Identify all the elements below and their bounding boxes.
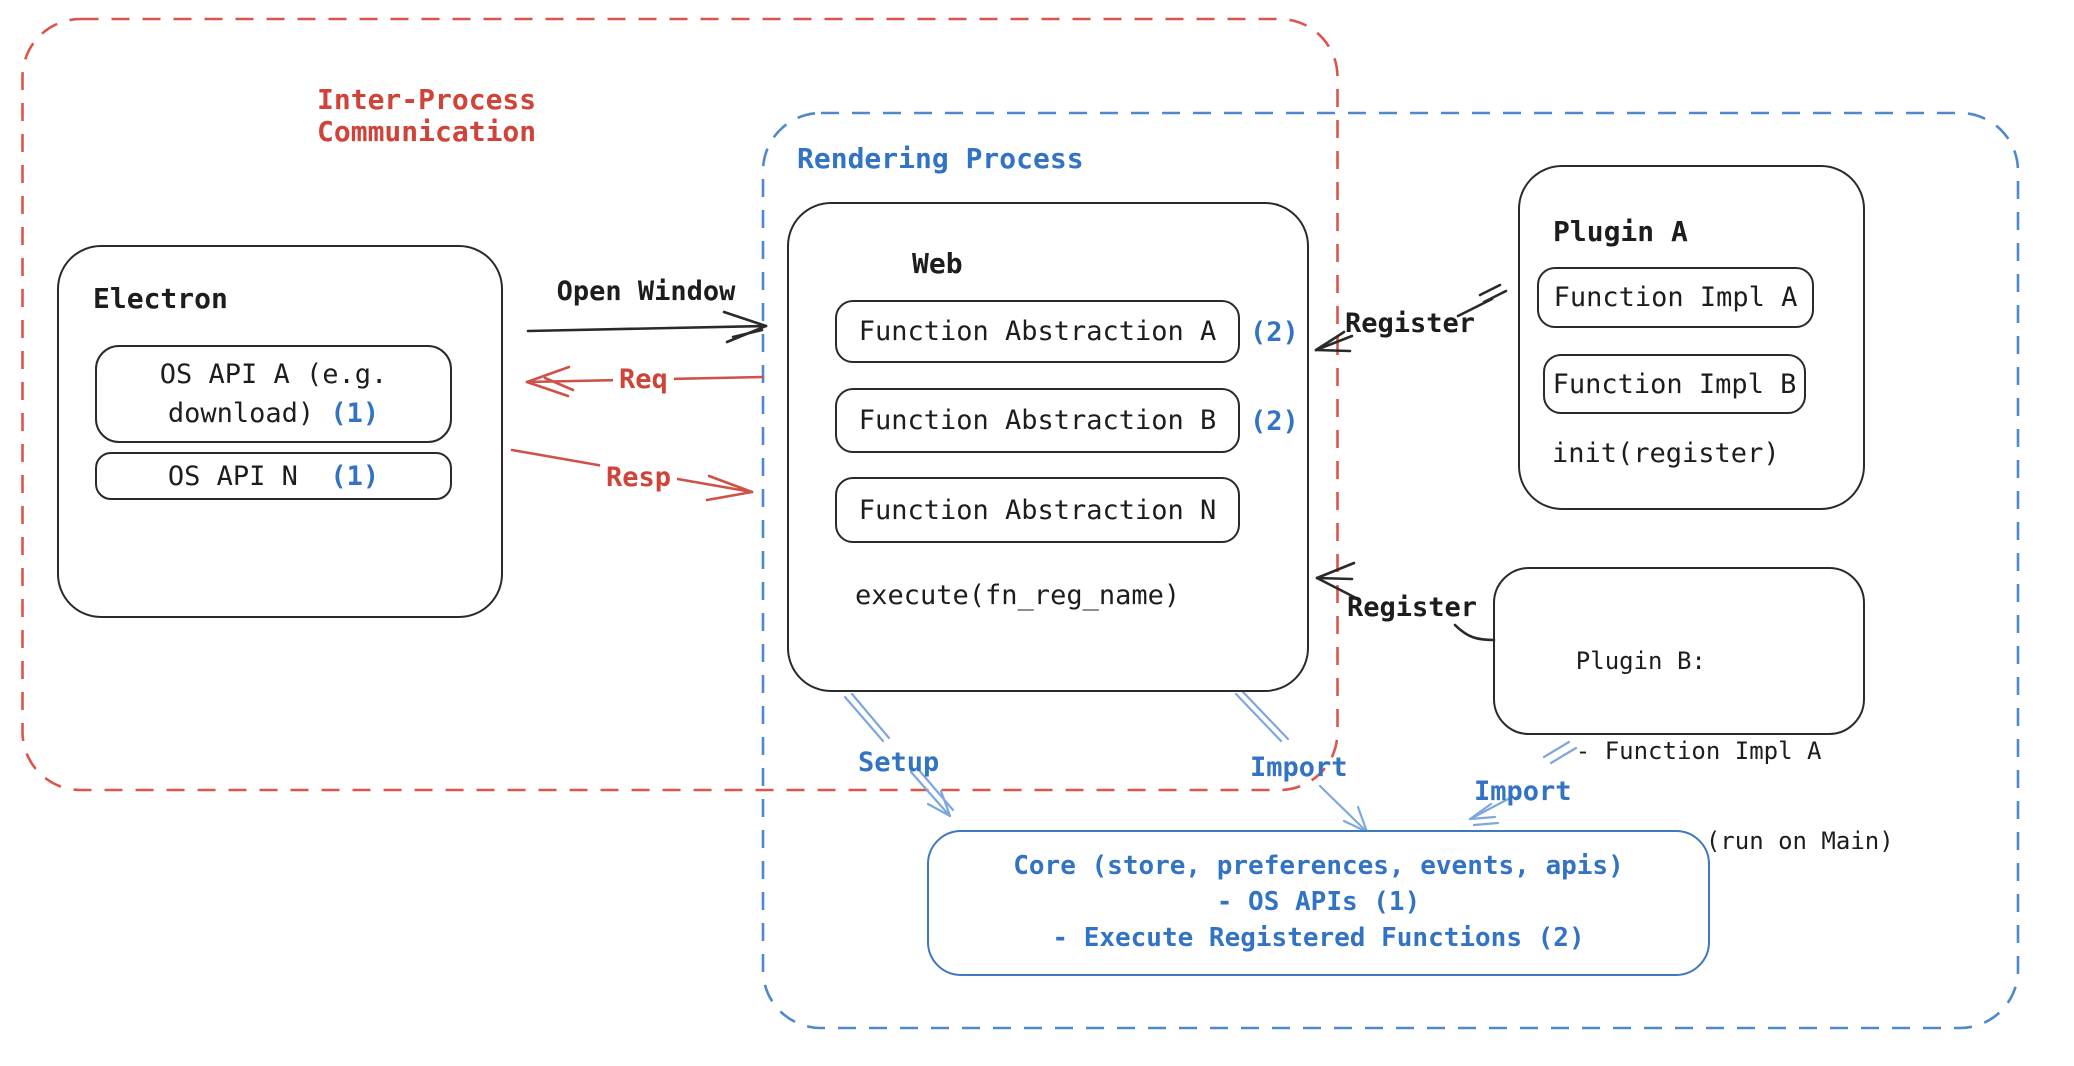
function-impl-b-box: Function Impl B (1543, 354, 1806, 414)
init-register-label: init(register) (1552, 438, 1780, 469)
import-right-label: Import (1474, 776, 1572, 807)
resp-label: Resp (600, 462, 678, 493)
ipc-label-line2: Communication (317, 115, 537, 149)
plugin-a-title: Plugin A (1553, 215, 1688, 248)
core-text: Core (store, preferences, events, apis) … (929, 832, 1708, 956)
execute-label: execute(fn_reg_name) (855, 580, 1181, 611)
plugin-b-box (1493, 567, 1865, 735)
register-bottom-arrow (1315, 561, 1496, 642)
setup-arrow (843, 692, 955, 818)
register-top-arrow (1314, 283, 1508, 353)
function-abstraction-a-badge: (2) (1250, 317, 1299, 348)
function-abstraction-a-box: Function Abstraction A (835, 300, 1240, 363)
open-window-arrow (526, 310, 768, 344)
function-abstraction-b-badge: (2) (1250, 406, 1299, 437)
core-line-1: Core (store, preferences, events, apis) (1013, 851, 1624, 881)
setup-label: Setup (858, 747, 940, 778)
os-api-a-box: OS API A (e.g. download) (1) (95, 345, 452, 443)
ipc-label-line1: Inter-Process (317, 83, 537, 116)
import-mid-arrow (1234, 690, 1369, 834)
ipc-boundary-box (21, 17, 1339, 792)
core-box: Core (store, preferences, events, apis) … (927, 830, 1710, 976)
os-api-a-label: OS API A (e.g. download) (159, 359, 388, 429)
register-top-label: Register (1345, 308, 1476, 339)
rendering-group-label: Rendering Process (797, 142, 1084, 175)
electron-box (57, 245, 503, 618)
open-window-label: Open Window (556, 276, 736, 307)
core-line-3: - Execute Registered Functions (2) (1052, 923, 1585, 953)
web-box (787, 202, 1309, 692)
os-api-n-box: OS API N (1) (95, 452, 452, 500)
import-mid-label: Import (1250, 752, 1348, 783)
os-api-n-label: OS API N (167, 460, 298, 492)
plugin-a-box (1518, 165, 1865, 510)
web-title: Web (912, 247, 963, 280)
function-abstraction-b-box: Function Abstraction B (835, 388, 1240, 453)
plugin-b-title: Plugin B: (1575, 647, 1706, 675)
function-impl-a-box: Function Impl A (1537, 267, 1814, 328)
function-abstraction-n-box: Function Abstraction N (835, 477, 1240, 543)
os-api-a-badge: (1) (330, 398, 380, 429)
core-line-2: - OS APIs (1) (1216, 887, 1421, 917)
rendering-boundary-box (761, 111, 2020, 1030)
req-label: Req (613, 364, 674, 395)
plugin-b-item-1: - Function Impl A (1575, 737, 1822, 765)
import-right-arrow (1468, 740, 1578, 827)
electron-title: Electron (93, 282, 228, 315)
os-api-n-badge: (1) (330, 460, 380, 492)
register-bottom-label: Register (1347, 592, 1478, 623)
